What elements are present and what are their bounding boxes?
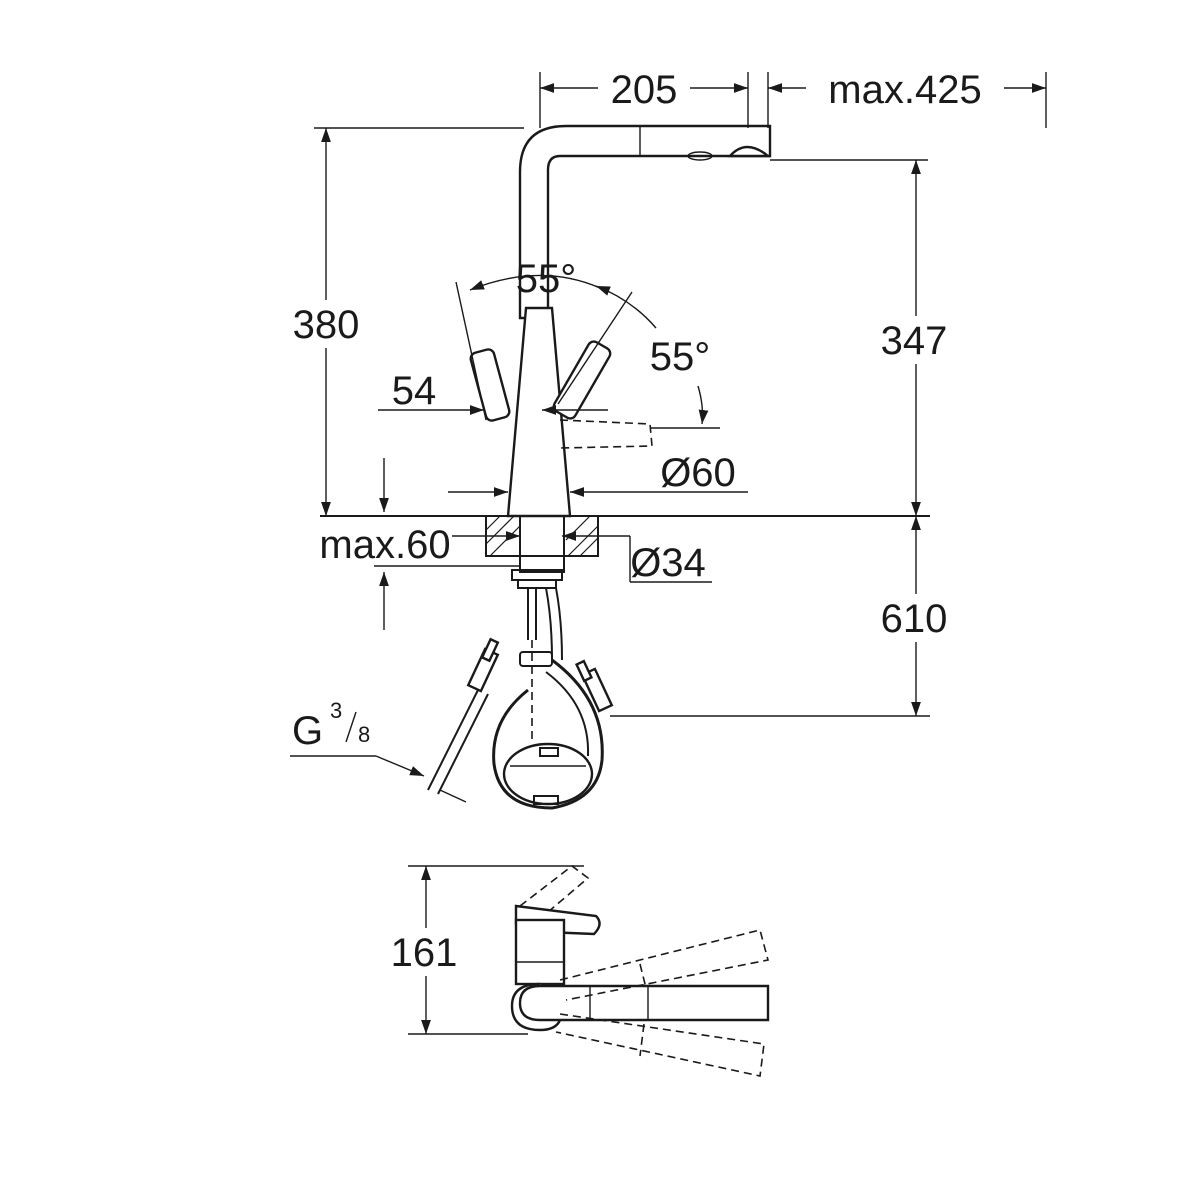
dim-hole-diameter-label: Ø34 (630, 541, 706, 585)
dim-hole-diameter: Ø34 (562, 531, 712, 585)
dim-deck-thickness-label: max.60 (319, 523, 450, 567)
dim-hose-length: 610 (610, 516, 962, 717)
dim-top-view-height: 161 (382, 866, 470, 1034)
dim-pull-out-label: max.425 (828, 68, 981, 112)
dim-base-diameter-label: Ø60 (660, 451, 736, 495)
spray-head-tip (727, 145, 772, 158)
dim-spout-height: 347 (770, 159, 962, 516)
lever-open-position (559, 419, 653, 449)
dim-hose-length-label: 610 (881, 597, 948, 641)
hose-weight-loop (492, 651, 604, 810)
thread-numerator: 3 (330, 698, 342, 723)
dim-deck-thickness: max.60 (319, 458, 520, 630)
spout (518, 124, 772, 320)
dim-lever-angle-right-label: 55° (650, 335, 711, 379)
dim-lever-offset: 54 (378, 369, 608, 415)
dim-spout-height-label: 347 (881, 319, 948, 363)
dim-lever-offset-label: 54 (392, 369, 437, 413)
dim-base-diameter: Ø60 (448, 451, 748, 497)
left-lever (469, 348, 511, 422)
faucet-side-view (320, 124, 930, 810)
right-lever (552, 340, 612, 420)
dim-lever-angle-left-label: 55° (516, 257, 577, 301)
dim-lever-angle-right: 55° (557, 285, 720, 429)
thread-letter: G (292, 709, 323, 753)
left-flex-hose (427, 637, 500, 795)
spray-button-cap (687, 151, 713, 161)
thread-denominator: 8 (358, 722, 370, 747)
faucet-top-view (408, 864, 770, 1077)
dim-thread-size: G 3 8 (290, 698, 467, 803)
right-flex-hose (574, 659, 614, 713)
mounting-block (485, 515, 599, 573)
dim-pull-out: max.425 (767, 68, 1047, 128)
dim-spout-reach-label: 205 (611, 68, 678, 112)
dim-total-height-label: 380 (293, 303, 360, 347)
dim-spout-reach: 205 (539, 68, 749, 128)
dim-total-height: 380 (286, 127, 524, 516)
dim-lever-angle-left: 55° (455, 257, 601, 421)
dim-top-view-height-label: 161 (391, 931, 458, 975)
